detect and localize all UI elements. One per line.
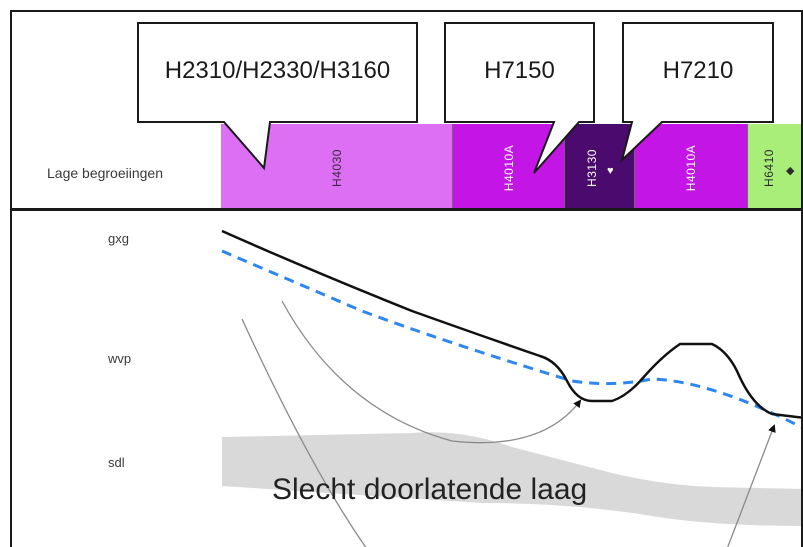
habitat-strip-h4010a-right: H4010A	[635, 124, 748, 208]
wvp-label: wvp	[108, 351, 132, 366]
sdl-label: sdl	[108, 455, 125, 470]
habitat-strip-h3130: H3130 ♥	[565, 124, 635, 208]
callout-shape	[620, 22, 774, 164]
callout-label: H7210	[662, 57, 734, 84]
callout-h7150: H7150	[444, 22, 595, 174]
callout-label: H2310/H2330/H3160	[164, 57, 391, 84]
heart-icon: ♥	[607, 165, 614, 177]
flow-line-left	[281, 300, 582, 444]
vegetation-panel: Lage begroeiingen H4030 H4010A H3130 ♥ H…	[10, 10, 803, 210]
habitat-code: H3130	[584, 149, 599, 187]
callout-label: H7150	[484, 57, 555, 84]
impermeable-layer-shape	[222, 432, 801, 526]
cross-section-svg	[221, 229, 801, 547]
habitat-code: H4010A	[684, 144, 698, 192]
diamond-icon: ◆	[786, 165, 795, 177]
habitat-code: H4010A	[501, 144, 516, 192]
callout-h2310-h2330-h3160: H2310/H2330/H3160	[137, 22, 418, 171]
flow-line-long	[241, 318, 367, 547]
flow-line-right	[727, 424, 776, 547]
row-label: Lage begroeiingen	[47, 165, 163, 181]
callout-h7210: H7210	[620, 22, 774, 164]
water-table-line	[221, 249, 801, 429]
habitat-code: H6410	[761, 149, 776, 187]
habitat-code: H4030	[329, 149, 344, 187]
ground-surface-line	[221, 229, 801, 419]
impermeable-layer-label: Slecht doorlatende laag	[272, 473, 588, 506]
gxg-label: gxg	[108, 231, 129, 246]
habitat-strip-h6410: H6410 ◆	[748, 124, 801, 208]
hydrology-panel: gxg wvp sdl	[10, 209, 803, 547]
callout-shape	[444, 22, 595, 174]
callout-shape	[137, 22, 418, 171]
habitat-strip-h4010a-left: H4010A	[453, 124, 565, 208]
